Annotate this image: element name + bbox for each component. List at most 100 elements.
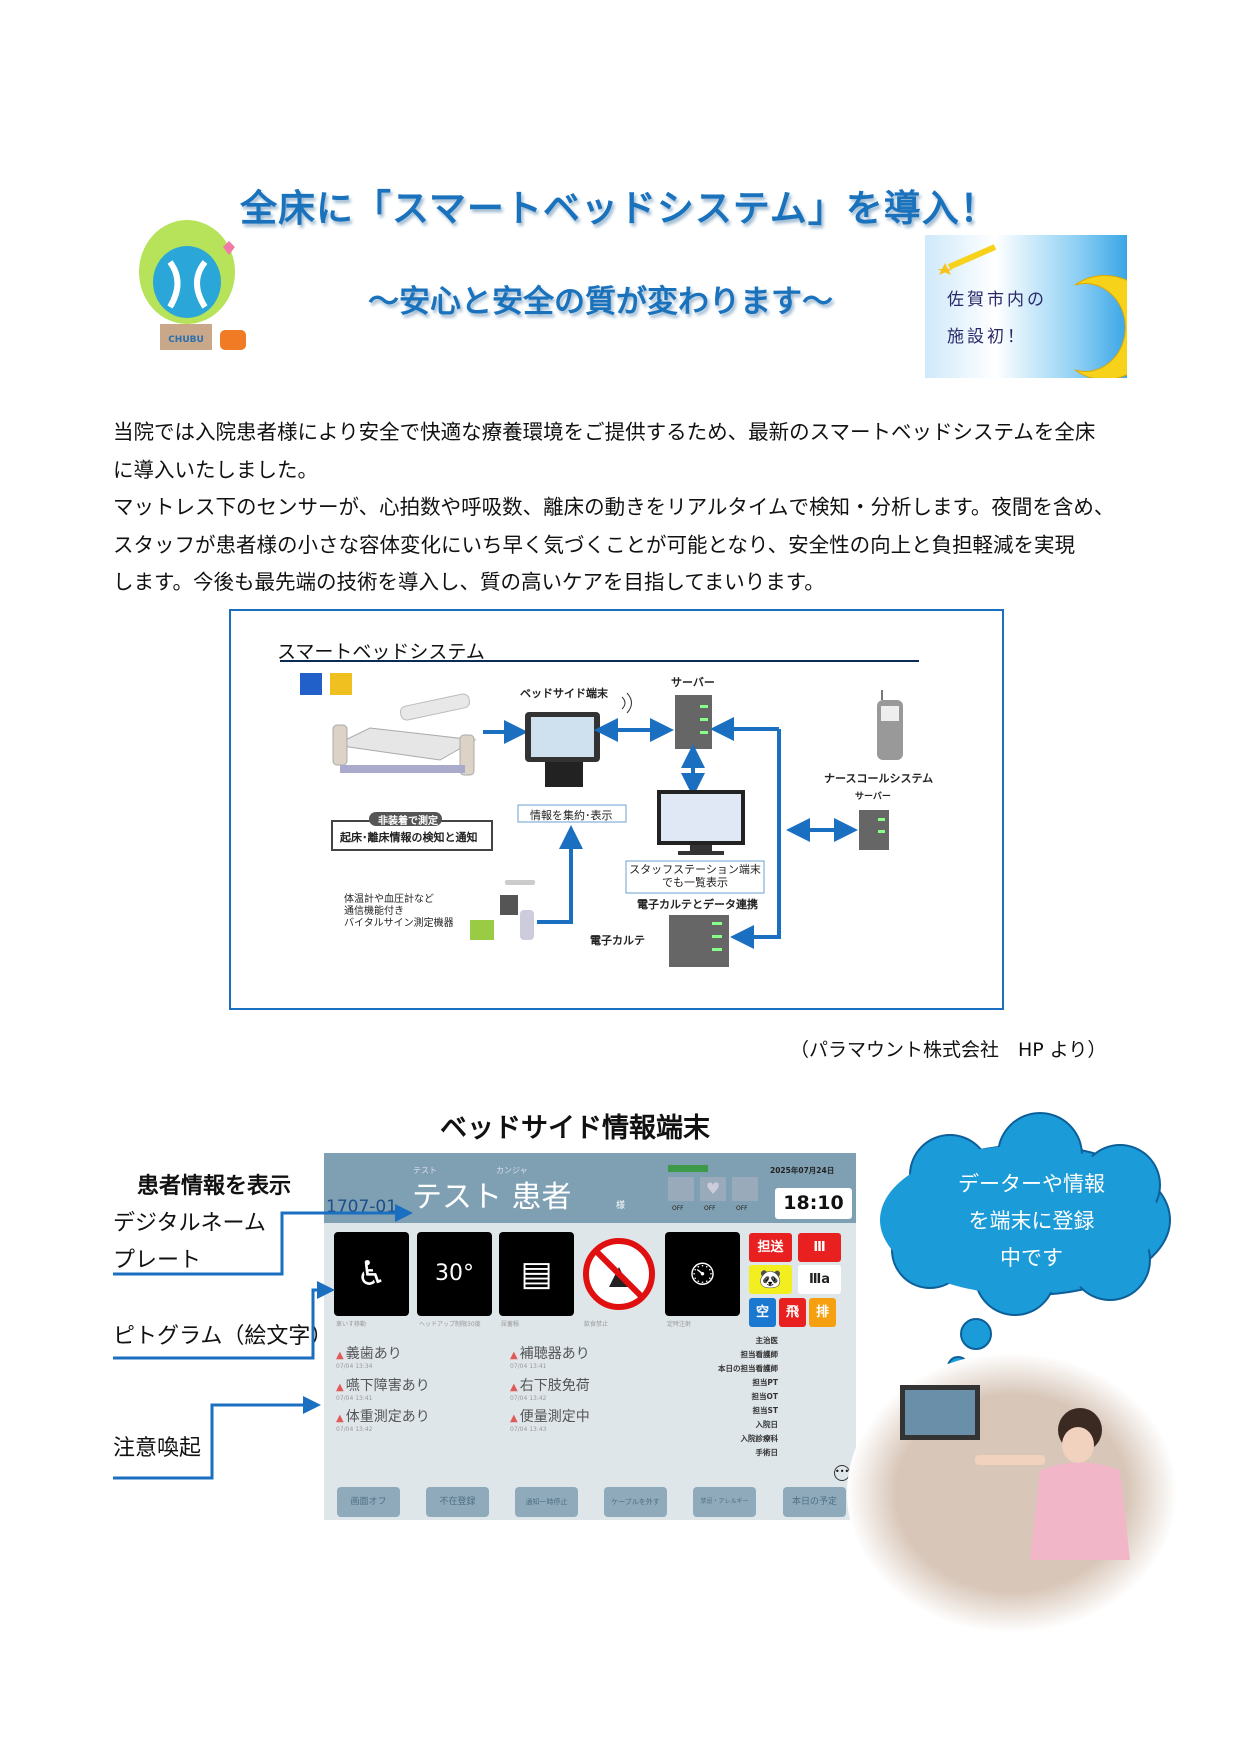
pause-notification-button[interactable]: 通知一時停止 xyxy=(515,1487,578,1517)
staff-label: 担当OT xyxy=(751,1392,779,1401)
label-vitals: 体温計や血圧計など 通信機能付き バイタルサイン測定機器 xyxy=(344,894,454,930)
tile-stretcher[interactable]: 担送 xyxy=(749,1233,792,1262)
status-off: OFF xyxy=(672,1205,684,1212)
more-icon[interactable]: ••• xyxy=(834,1465,850,1481)
alert-item[interactable]: ▲嚥下障害あり xyxy=(336,1378,430,1394)
screen-off-button[interactable]: 画面オフ xyxy=(337,1487,400,1517)
clock: 18:10 xyxy=(775,1188,852,1219)
cloud-line: を端末に登録 xyxy=(968,1209,1095,1233)
label-patient-info: 患者情報を表示 xyxy=(137,1174,292,1199)
alert-time: 07/04 13:42 xyxy=(336,1426,373,1433)
staff-label: 担当PT xyxy=(752,1378,778,1387)
pictogram-no-food[interactable] xyxy=(582,1232,657,1316)
tile-excretion[interactable]: 排 xyxy=(809,1298,836,1327)
mascot-text: CHUBU xyxy=(168,335,204,345)
pictogram-injection[interactable]: ⏲ xyxy=(665,1232,740,1316)
staff-label: 主治医 xyxy=(755,1336,779,1345)
disconnect-cable-button[interactable]: ケーブルを外す xyxy=(604,1487,667,1517)
patient-name: テスト 患者 xyxy=(412,1180,572,1215)
pictogram-caption: 尿蓄積 xyxy=(501,1321,520,1328)
staff-label: 入院診療科 xyxy=(740,1434,779,1443)
alert-text: 便量測定中 xyxy=(519,1409,590,1425)
alert-time: 07/04 13:34 xyxy=(336,1363,373,1370)
room-number: 1707-01 xyxy=(326,1197,398,1217)
cloud-line: データーや情報 xyxy=(958,1172,1105,1196)
first-in-saga-badge: 佐賀市内の 施設初！ xyxy=(925,235,1127,378)
alert-item[interactable]: ▲右下肢免荷 xyxy=(510,1378,590,1394)
tile-level[interactable]: Ⅲ xyxy=(798,1233,841,1262)
label-emr-link: 電子カルテとデータ連携 xyxy=(637,898,758,911)
staff-label: 入院日 xyxy=(755,1420,779,1429)
alert-item[interactable]: ▲義歯あり xyxy=(336,1346,402,1362)
alert-text: 補聴器あり xyxy=(519,1346,590,1362)
page-subtitle: ～安心と安全の質が変わります～ xyxy=(368,284,833,320)
patient-header: テスト カンジャ 1707-01 テスト 患者 様 ♥ OFF OFF OFF … xyxy=(324,1153,856,1223)
source-credit: （パラマウント株式会社 HP より） xyxy=(790,1039,1107,1061)
pictogram-head-up[interactable]: 30° xyxy=(417,1232,492,1316)
alert-item[interactable]: ▲補聴器あり xyxy=(510,1346,590,1362)
pictogram-caption: 定時注射 xyxy=(667,1321,692,1328)
status-off: OFF xyxy=(736,1205,748,1212)
tile-fly[interactable]: 飛 xyxy=(779,1298,806,1327)
vitals-line: 体温計や血圧計など xyxy=(344,894,434,905)
staff-label: 担当看護師 xyxy=(740,1350,779,1359)
section-title: ベッドサイド情報端末 xyxy=(440,1113,710,1144)
vitals-line: 通信機能付き xyxy=(344,906,404,917)
intro-line: します。今後も最先端の技術を導入し、質の高いケアを目指してまいります。 xyxy=(113,570,825,594)
honorific: 様 xyxy=(616,1201,626,1211)
alert-time: 07/04 13:41 xyxy=(336,1395,373,1402)
label-nurse-call-server: サーバー xyxy=(855,792,891,802)
intro-line: マットレス下のセンサーが、心拍数や呼吸数、離床の動きをリアルタイムで検知・分析し… xyxy=(113,495,1115,519)
alert-text: 嚥下障害あり xyxy=(345,1378,430,1394)
cloud-line: 中です xyxy=(1000,1246,1063,1270)
staff-label: 手術日 xyxy=(755,1448,779,1457)
label-aggregate: 情報を集約･表示 xyxy=(530,809,613,822)
pictogram-wheelchair[interactable]: ♿ xyxy=(334,1232,409,1316)
bedside-terminal-screen: テスト カンジャ 1707-01 テスト 患者 様 ♥ OFF OFF OFF … xyxy=(324,1153,856,1520)
label-pictogram: ピトグラム（絵文字） xyxy=(113,1324,333,1349)
staff-label: 担当ST xyxy=(752,1406,778,1415)
pictogram-urine[interactable]: ▤ xyxy=(499,1232,574,1316)
moon-star-icon xyxy=(937,244,1127,378)
alert-item[interactable]: ▲体重測定あり xyxy=(336,1409,430,1425)
lungs-icon xyxy=(732,1177,758,1201)
label-bedside-terminal: ベッドサイド端末 xyxy=(520,687,608,700)
pictogram-caption: 車いす移動 xyxy=(336,1321,367,1328)
label-nurse-call: ナースコールシステム xyxy=(824,772,934,785)
label-emr: 電子カルテ xyxy=(590,934,645,947)
intro-paragraph: 当院では入院患者様により安全で快適な療養環境をご提供するため、最新のスマートベッ… xyxy=(113,414,1114,602)
badge-line: 佐賀市内の xyxy=(947,290,1047,310)
tile-panda[interactable]: 🐼 xyxy=(749,1265,792,1294)
label-bed-detection: 起床･離床情報の検知と通知 xyxy=(340,831,478,844)
allergy-button[interactable]: 禁忌・アレルギー xyxy=(693,1487,756,1517)
pictogram-caption: 飲食禁止 xyxy=(584,1321,609,1328)
staff-station-line: でも一覧表示 xyxy=(662,876,728,889)
alert-time: 07/04 13:42 xyxy=(510,1395,547,1402)
today-schedule-button[interactable]: 本日の予定 xyxy=(783,1487,846,1517)
diagram-title: スマートベッドシステム xyxy=(277,641,485,663)
date: 2025年07月24日 xyxy=(770,1166,835,1175)
connection-badge xyxy=(668,1165,708,1172)
smart-bed-system-diagram xyxy=(229,609,1004,1010)
alert-text: 義歯あり xyxy=(345,1346,402,1362)
alert-time: 07/04 13:43 xyxy=(510,1426,547,1433)
label-server: サーバー xyxy=(671,676,715,689)
nurse-using-terminal-photo xyxy=(847,1353,1177,1633)
tile-empty[interactable]: 空 xyxy=(749,1298,776,1327)
label-non-wearable: 非装着で測定 xyxy=(378,816,438,827)
label-caution: 注意喚起 xyxy=(113,1436,202,1461)
name-kana-family: テスト xyxy=(413,1166,437,1175)
absence-button[interactable]: 不在登録 xyxy=(426,1487,489,1517)
intro-line: に導入いたしました。 xyxy=(113,457,318,482)
badge-line: 施設初！ xyxy=(947,327,1027,347)
label-staff-station: スタッフステーション端末 でも一覧表示 xyxy=(626,863,764,889)
label-nameplate-2: プレート xyxy=(113,1248,202,1273)
alert-text: 右下肢免荷 xyxy=(519,1378,590,1394)
alert-item[interactable]: ▲便量測定中 xyxy=(510,1409,590,1425)
vitals-line: バイタルサイン測定機器 xyxy=(344,918,454,929)
bed-sensor-icon xyxy=(668,1177,694,1201)
intro-line: 当院では入院患者様により安全で快適な療養環境をご提供するため、最新のスマートベッ… xyxy=(113,420,1096,444)
tile-level-a[interactable]: Ⅲa xyxy=(798,1265,841,1294)
status-off: OFF xyxy=(704,1205,716,1212)
name-kana-given: カンジャ xyxy=(496,1166,528,1175)
